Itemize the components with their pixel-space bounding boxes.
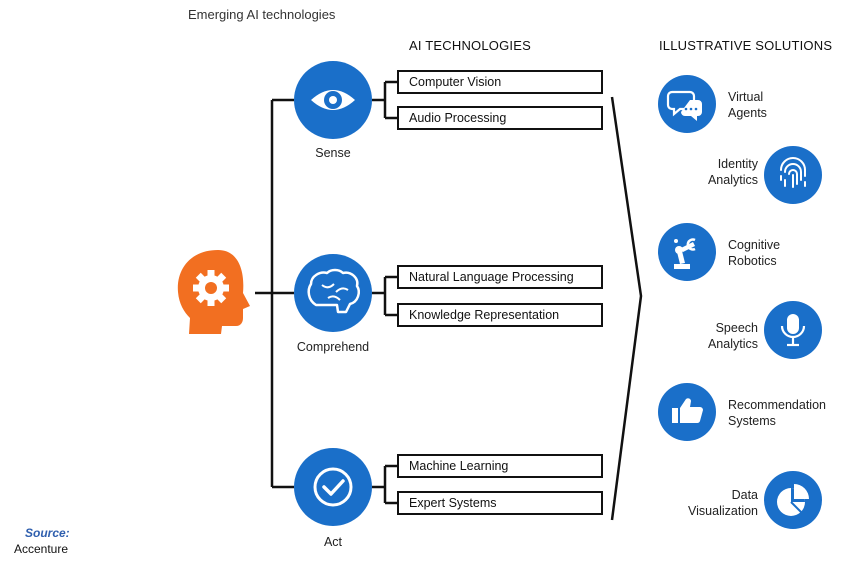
solution-recommendation-systems: Recommendation Systems — [728, 397, 826, 429]
solution-line1: Cognitive — [728, 238, 781, 252]
solution-line2: Analytics — [707, 173, 758, 187]
thumbs-up-icon — [658, 383, 716, 441]
solution-line1: Identity — [717, 157, 758, 171]
tech-box-expert-systems: Expert Systems — [397, 491, 603, 515]
category-label-comprehend: Comprehend — [296, 340, 370, 354]
tech-box-computer-vision: Computer Vision — [397, 70, 603, 94]
robot-arm-icon — [658, 223, 716, 281]
tech-box-audio-processing: Audio Processing — [397, 106, 603, 130]
fingerprint-icon — [764, 146, 822, 204]
tech-box-machine-learning: Machine Learning — [397, 454, 603, 478]
solution-line1: Data — [731, 488, 758, 502]
solution-identity-analytics: Identity Analytics — [680, 156, 758, 188]
solution-line2: Agents — [728, 106, 767, 120]
solution-line1: Speech — [715, 321, 758, 335]
connector-lines — [255, 80, 397, 505]
pie-chart-icon — [764, 471, 822, 529]
solution-line2: Systems — [728, 414, 776, 428]
brain-icon — [294, 254, 372, 332]
chevron-bracket — [610, 96, 643, 521]
source-value: Accenture — [14, 542, 69, 556]
microphone-icon — [764, 301, 822, 359]
header-illustrative-solutions: ILLUSTRATIVE SOLUTIONS — [659, 38, 833, 53]
solution-line2: Robotics — [728, 254, 777, 268]
chat-bubbles-icon — [658, 75, 716, 133]
eye-icon — [294, 61, 372, 139]
diagram-title: Emerging AI technologies — [188, 7, 336, 22]
category-label-sense: Sense — [315, 146, 351, 160]
solution-line2: Analytics — [707, 337, 758, 351]
solution-line2: Visualization — [688, 504, 758, 518]
tech-box-natural-language-processing: Natural Language Processing — [397, 265, 603, 289]
solution-virtual-agents: Virtual Agents — [728, 89, 767, 121]
head-gear-icon — [177, 250, 250, 334]
header-ai-technologies: AI TECHNOLOGIES — [409, 38, 531, 53]
tech-box-knowledge-representation: Knowledge Representation — [397, 303, 603, 327]
solution-data-visualization: Data Visualization — [672, 487, 758, 519]
solution-cognitive-robotics: Cognitive Robotics — [728, 237, 780, 269]
checkmark-icon — [294, 448, 372, 526]
source-label: Source: — [25, 526, 70, 540]
category-label-act: Act — [323, 535, 343, 549]
solution-line1: Recommendation — [728, 398, 826, 412]
solution-speech-analytics: Speech Analytics — [680, 320, 758, 352]
solution-line1: Virtual — [728, 90, 764, 104]
